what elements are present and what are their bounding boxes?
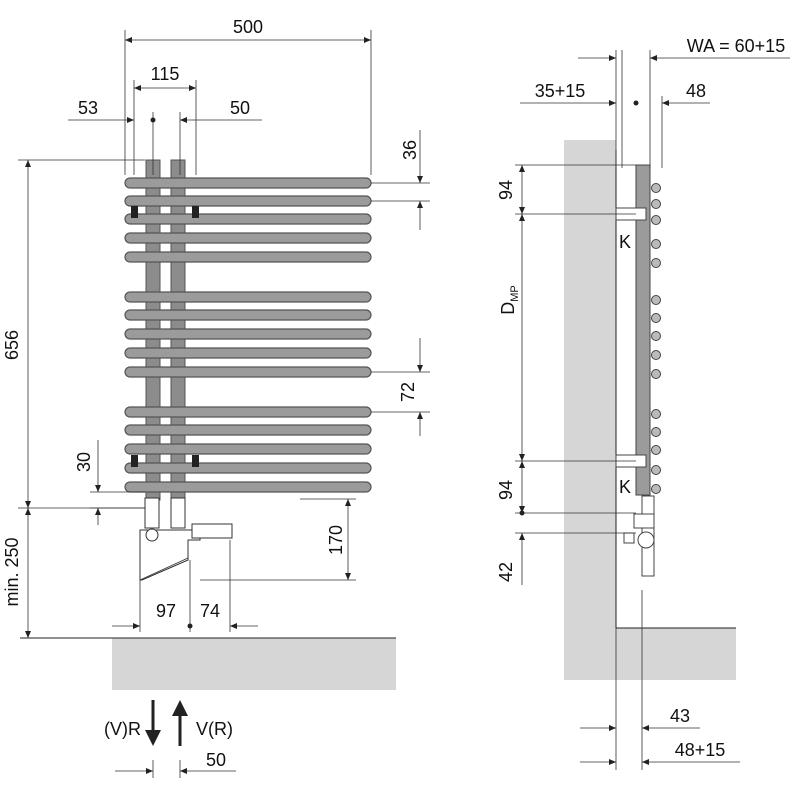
dim-valve-right: 74 [200,601,220,621]
dim-wall-distance: WA = 60+15 [687,36,785,56]
wall-block [564,140,616,680]
dim-floor-clearance: min. 250 [2,537,22,606]
tube [124,481,372,493]
return-label: (V)R [104,719,141,739]
valve-assembly [139,497,233,581]
tube-circle [651,331,661,341]
dim-offset: 35+15 [535,81,586,101]
return-arrow-icon [145,730,161,746]
dim-top-94: 94 [496,180,516,200]
tube-profile-circles [651,183,661,494]
tube-group-top [124,177,372,263]
side-floor-block [616,628,736,680]
tube-circle [651,199,661,209]
dim-mount-pitch: D [498,302,518,315]
tube [124,462,372,474]
valve-pipe-right [170,497,186,529]
tube-circle [651,239,661,249]
bracket-marker [192,206,199,218]
tube [124,309,372,321]
flow-arrow-icon [172,700,188,716]
tube [124,291,372,303]
connection-legend: (V)R V(R) 50 [104,700,236,778]
bracket-marker [131,206,138,218]
dim-valve-height: 170 [326,525,346,555]
dim-depth: 48 [686,81,706,101]
dim-bottom-pitch: 30 [74,452,94,472]
valve-pipe-left [144,497,160,529]
tube-circle [651,409,661,419]
tube-circle [651,215,661,225]
dim-dot [187,623,193,629]
dim-mount-pitch-sub: MP [509,285,521,302]
dim-gap: 72 [398,382,418,402]
dim-connection-spacing: 50 [206,750,226,770]
dim-top-pitch: 36 [400,140,420,160]
dim-total-height: 656 [2,330,22,360]
dim-width: 500 [233,17,263,37]
tube [124,213,372,225]
tube [124,424,372,436]
tube [124,443,372,455]
tube-circle [651,465,661,475]
tube-circle [651,350,661,360]
side-view: K K WA = 60+15 35+15 48 94 DMP 94 [496,36,790,770]
dim-bottom-94: 94 [496,480,516,500]
dim-43: 43 [670,706,690,726]
tube [124,177,372,189]
tube-circle [651,427,661,437]
side-valve-body [633,513,655,529]
side-valve-cap [623,532,635,544]
tube [124,232,372,244]
side-valve-knob [637,531,655,549]
dim-pipe-spacing: 50 [230,98,250,118]
tube-circle [651,313,661,323]
tube-circle [651,258,661,268]
tube [124,328,372,340]
tube-group-bottom [124,406,372,493]
dim-pipe-span: 115 [151,64,180,84]
tube [124,195,372,207]
tube-group-middle [124,291,372,378]
bracket-label-top: K [619,232,631,252]
flow-label: V(R) [196,719,233,739]
front-view: 500 115 53 50 36 72 656 min. 250 [2,17,430,690]
bracket-marker [131,455,138,467]
floor-block [112,638,396,690]
tube [124,347,372,359]
tube [124,366,372,378]
dim-left-offset: 53 [78,98,98,118]
tube-circle [651,295,661,305]
valve-knob [145,528,159,542]
tube [124,251,372,263]
valve-diagonal [139,557,189,581]
dim-dot [150,117,156,123]
valve-head [191,523,233,539]
dim-dot [633,100,639,106]
dim-mount-pitch-text: DMP [498,285,521,315]
bracket-label-bottom: K [619,477,631,497]
tube-circle [651,369,661,379]
bracket-marker [192,455,199,467]
tube [124,406,372,418]
tube-circle [651,445,661,455]
tube-circle [651,183,661,193]
dim-48-15: 48+15 [675,740,726,760]
dim-dot [519,510,525,516]
tube-circle [651,484,661,494]
dim-42: 42 [496,562,516,582]
side-radiator-bar [635,164,651,496]
dim-valve-left: 97 [156,601,176,621]
